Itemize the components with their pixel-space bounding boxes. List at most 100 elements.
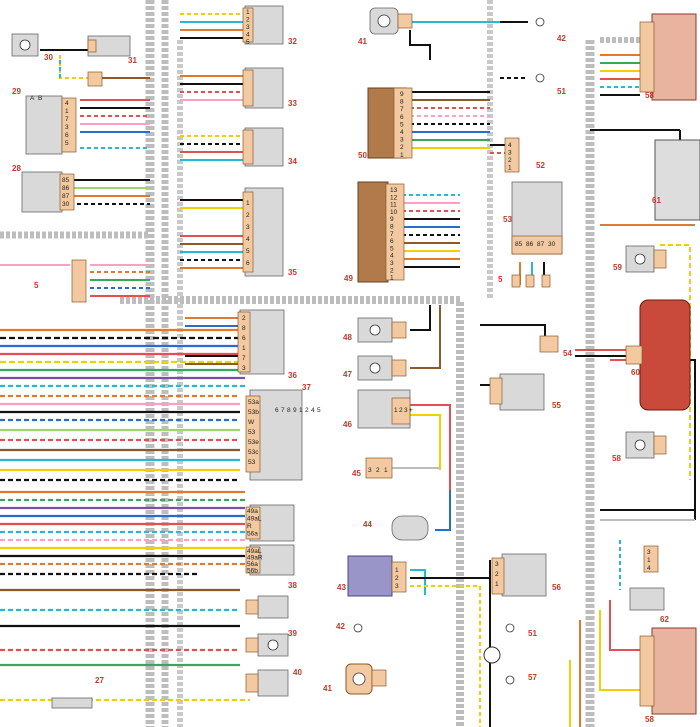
pin-block52-0: 4 [508, 142, 512, 149]
pin-block53-0: 85 [515, 241, 523, 248]
component-label-c31: 31 [128, 56, 137, 65]
pin-block49-0: 13 [390, 187, 398, 194]
pin-block37-1: 53b [248, 409, 259, 416]
pin-block46-1: 2 [399, 407, 403, 414]
pin-block43-2: 3 [395, 583, 399, 590]
pin-block46-2: 3 [404, 407, 408, 414]
pin-block49-12: 1 [390, 275, 394, 282]
pin-block32-4: 5 [246, 39, 250, 46]
pin-block_turn-0: 49a [247, 508, 258, 515]
pin-block53-3: 30 [548, 241, 556, 248]
component-label-c47: 47 [343, 370, 352, 379]
pin-block37_right-6: 4 [311, 407, 315, 414]
component-label-c51b: 51 [528, 629, 537, 638]
component-label-c5b: 5 [498, 275, 503, 284]
component-label-c30: 30 [44, 53, 53, 62]
pin-block36-0: 2 [242, 315, 246, 322]
pin-block49-5: 8 [390, 224, 394, 231]
component-label-c29: 29 [12, 87, 21, 96]
pin-block62-2: 4 [647, 565, 651, 572]
pin-block37_right-7: 5 [317, 407, 321, 414]
pin-block45-0: 3 [368, 467, 372, 474]
pin-block45-1: 2 [376, 467, 380, 474]
pin-block49-4: 9 [390, 216, 394, 223]
component-label-c5a: 5 [34, 281, 39, 290]
component-label-c49: 49 [344, 274, 353, 283]
component-label-c48: 48 [343, 333, 352, 342]
pin-block46-3: + [409, 407, 413, 414]
pin-block50-2: 7 [400, 106, 404, 113]
pin-block43-0: 1 [395, 567, 399, 574]
pin-block35-1: 2 [246, 212, 250, 219]
pin-block32-0: 1 [246, 9, 250, 16]
pin-block50-5: 4 [400, 129, 404, 136]
pin-block52-3: 1 [508, 165, 512, 172]
pin-block43-1: 2 [395, 575, 399, 582]
pin-block36-1: 8 [242, 325, 246, 332]
pin-block49-3: 10 [390, 209, 398, 216]
pin-block49-8: 5 [390, 245, 394, 252]
pin-block29_key-0: A [30, 95, 35, 102]
pin-block28-0: 85 [62, 177, 70, 184]
component-label-c58a: 58 [645, 91, 654, 100]
pin-block49-6: 7 [390, 231, 394, 238]
pin-block_head-1: 49aR [247, 555, 263, 562]
component-label-c41a: 41 [358, 37, 367, 46]
pin-block32-2: 3 [246, 24, 250, 31]
component-label-c42b: 42 [336, 622, 345, 631]
pin-block29-3: 3 [65, 124, 69, 131]
pin-block52-2: 2 [508, 157, 512, 164]
pin-block36-5: 3 [242, 365, 246, 372]
component-label-c32: 32 [288, 37, 297, 46]
pin-block49-10: 3 [390, 260, 394, 267]
component-label-c56: 56 [552, 583, 561, 592]
pin-block50-7: 2 [400, 144, 404, 151]
component-label-c58c: 58 [645, 715, 654, 724]
pin-block29-0: 4 [65, 100, 69, 107]
component-label-c28: 28 [12, 164, 21, 173]
component-label-c62: 62 [660, 615, 669, 624]
component-label-c55: 55 [552, 401, 561, 410]
pin-block52-1: 3 [508, 150, 512, 157]
pin-block53-2: 87 [537, 241, 545, 248]
component-label-c41b: 41 [323, 684, 332, 693]
pin-block37-2: W [248, 419, 255, 426]
component-label-c50: 50 [358, 151, 367, 160]
component-label-c61: 61 [652, 196, 661, 205]
top-left-wires [0, 49, 150, 297]
pin-block36-2: 6 [242, 335, 246, 342]
pin-block28-1: 86 [62, 185, 70, 192]
pin-block50-8: 1 [400, 152, 404, 159]
pin-block37-4: 53e [248, 439, 259, 446]
pin-block29_key-1: B [38, 95, 42, 102]
pin-block28-2: 87 [62, 193, 70, 200]
pin-block28-3: 30 [62, 201, 70, 208]
pin-block37-3: 53 [248, 429, 256, 436]
pin-block37_right-0: 6 [275, 407, 279, 414]
component-label-c51a: 51 [557, 87, 566, 96]
pin-block32-1: 2 [246, 17, 250, 24]
pin-labels: 1234541736585868730987654321432113121110… [30, 9, 651, 590]
pin-block56-1: 2 [495, 571, 499, 578]
pin-block35-2: 3 [246, 224, 250, 231]
component-label-c36: 36 [288, 371, 297, 380]
pin-block29-1: 1 [65, 108, 69, 115]
pin-block37_right-4: 1 [299, 407, 303, 414]
component-label-c33: 33 [288, 99, 297, 108]
pin-block36-4: 7 [242, 355, 246, 362]
pin-block50-6: 3 [400, 137, 404, 144]
pin-block35-3: 4 [246, 236, 250, 243]
component-label-c60: 60 [631, 368, 640, 377]
component-label-c38: 38 [288, 581, 297, 590]
component-label-c44: 44 [363, 520, 372, 529]
pin-block_head-3: 56b [247, 568, 258, 575]
component-label-c59: 59 [613, 263, 622, 272]
component-label-c27: 27 [95, 676, 104, 685]
component-label-c37: 37 [302, 383, 311, 392]
pin-block50-1: 8 [400, 99, 404, 106]
pin-block_turn-1: 49aL [247, 516, 262, 523]
component-label-c53: 53 [503, 215, 512, 224]
component-label-c52: 52 [536, 161, 545, 170]
component-label-c58b: 58 [612, 454, 621, 463]
